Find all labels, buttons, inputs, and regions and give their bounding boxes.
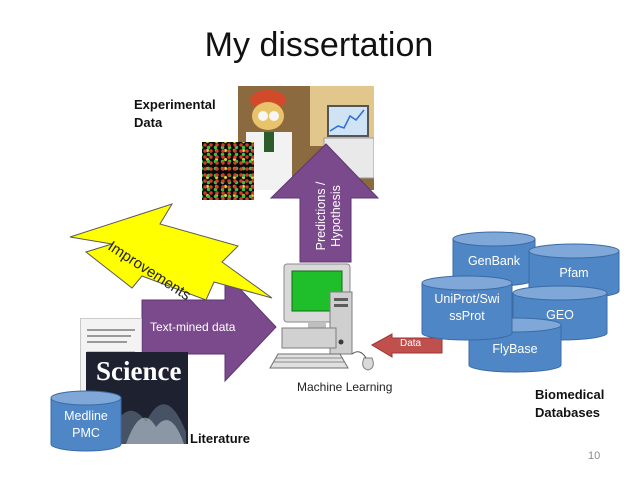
uniprot-cylinder: UniProt/Swi ssProt	[421, 275, 513, 341]
microarray-image	[202, 142, 254, 200]
slide-title: My dissertation	[204, 26, 434, 64]
text-mined-arrow-text: Text-mined data	[150, 320, 236, 334]
science-cover-title: Science	[96, 356, 182, 386]
experimental-data-label-line1: Experimental	[134, 97, 216, 112]
genbank-label: GenBank	[467, 254, 521, 268]
predictions-arrow	[269, 143, 380, 263]
computer-icon	[268, 262, 380, 381]
biomedical-databases-line1: Biomedical	[535, 387, 605, 402]
predictions-arrow-text: Predictions / Hypothesis	[304, 174, 354, 258]
page-number: 10	[588, 450, 601, 462]
pmc-label: PMC	[72, 426, 100, 440]
improvements-burst	[69, 203, 273, 301]
predictions-text-line2: Hypothesis	[329, 185, 343, 247]
medline-label: Medline	[64, 409, 108, 423]
predictions-text-line1: Predictions /	[314, 181, 328, 251]
literature-label: Literature	[190, 431, 250, 446]
uniprot-label-line2: ssProt	[449, 309, 485, 323]
pfam-label: Pfam	[559, 266, 589, 280]
experimental-data-label-line2: Data	[134, 115, 163, 130]
experimental-data-label: Experimental Data	[134, 96, 216, 132]
biomedical-databases-label: Biomedical Databases	[535, 386, 604, 422]
medline-pmc-cylinder: Medline PMC	[50, 390, 122, 452]
geo-label: GEO	[546, 308, 574, 322]
flybase-label: FlyBase	[492, 342, 538, 356]
biomedical-databases-line2: Databases	[535, 405, 601, 420]
data-arrow	[370, 333, 443, 358]
uniprot-label-line1: UniProt/Swi	[434, 292, 500, 306]
machine-learning-label: Machine Learning	[297, 380, 393, 394]
genbank-cylinder: GenBank	[452, 231, 536, 287]
data-arrow-text: Data	[400, 338, 422, 349]
